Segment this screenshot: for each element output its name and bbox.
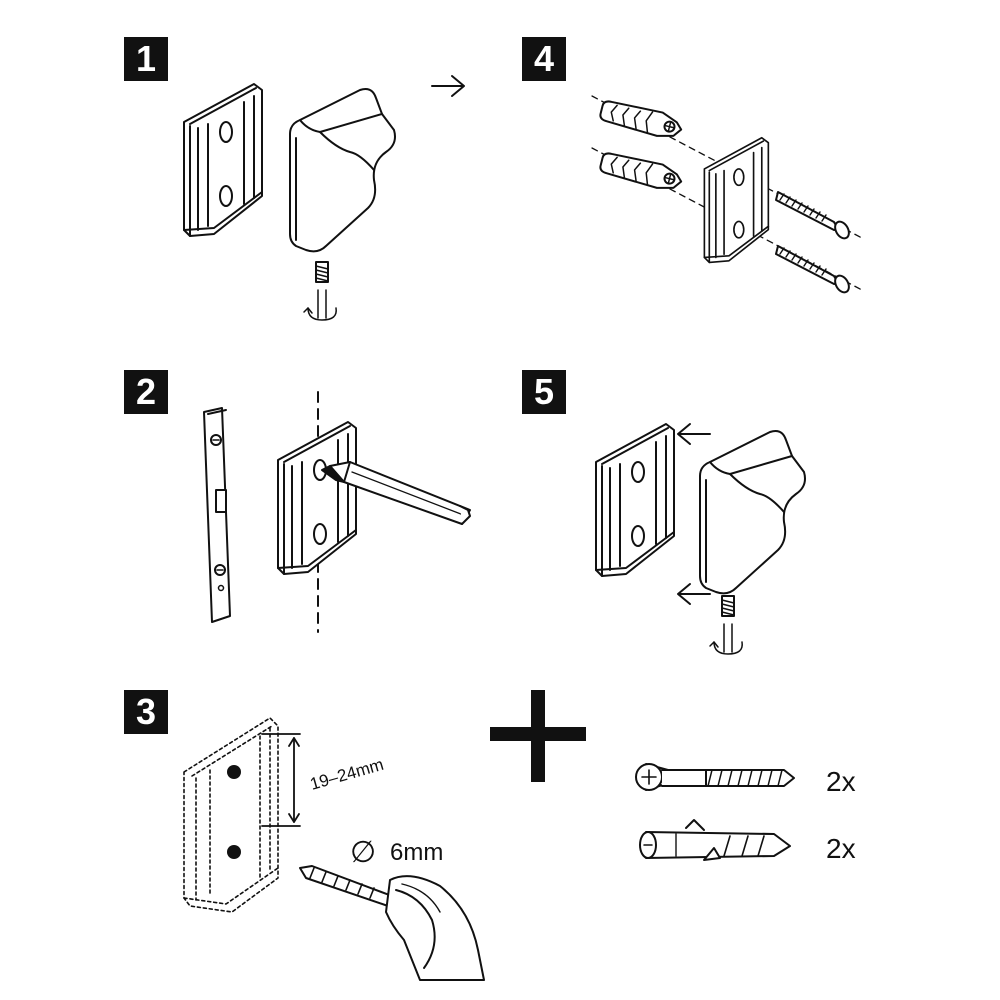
step-4-screw-bottom <box>775 245 853 296</box>
step-3-badge: 3 <box>124 690 168 734</box>
step-1-grub-screw <box>303 261 338 321</box>
drill-hole-marks <box>227 765 241 859</box>
step-4-anchor-bottom <box>597 149 686 195</box>
step-4-screw-top <box>775 191 853 242</box>
drill-size-label: 6mm <box>390 839 443 866</box>
parts-anchor-icon <box>639 819 791 861</box>
step-5-bracket <box>595 423 675 577</box>
step-5-badge: 5 <box>522 370 566 414</box>
anchor-quantity: 2x <box>826 833 856 864</box>
arrow-left-icon <box>677 583 711 605</box>
step-1-bracket <box>183 83 263 237</box>
distance-label: 19–24mm <box>308 755 386 794</box>
parts-screw-icon <box>635 763 795 791</box>
step-2-badge: 2 <box>124 370 168 414</box>
diameter-symbol: ∅ <box>350 836 376 869</box>
arrow-left-icon <box>677 423 711 445</box>
drill-icon <box>299 865 485 981</box>
step-1-hook <box>289 88 396 253</box>
step-2-bracket <box>277 421 357 575</box>
step-3-bracket-outline <box>183 717 279 913</box>
arrow-right-icon <box>431 75 465 97</box>
step-5-grub-screw <box>709 595 744 655</box>
dimension-line <box>261 733 301 827</box>
step-1-badge: 1 <box>124 37 168 81</box>
step-4-badge: 4 <box>522 37 566 81</box>
pencil-icon <box>321 461 471 525</box>
spirit-level <box>203 407 231 623</box>
step-4-bracket <box>703 136 770 264</box>
screw-quantity: 2x <box>826 766 856 797</box>
plus-icon <box>490 690 586 782</box>
step-5-hook <box>699 430 806 595</box>
step-4-anchor-top <box>597 97 686 143</box>
